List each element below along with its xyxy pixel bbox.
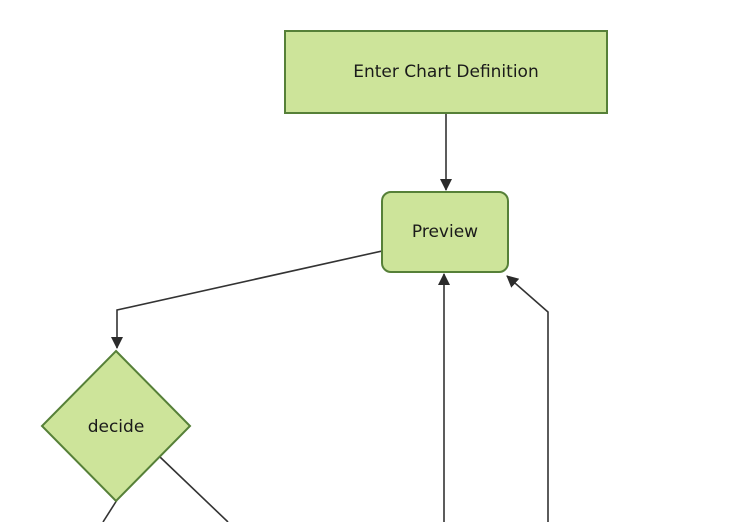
node-preview: Preview <box>381 191 509 273</box>
edge-preview-to-decide <box>111 250 383 349</box>
node-decide: decide <box>40 349 192 503</box>
edges <box>102 113 549 522</box>
node-preview-label: Preview <box>412 222 478 242</box>
edge-decide-down-right <box>159 456 229 522</box>
edge-bottomright-to-preview <box>506 275 549 522</box>
node-enter-chart-definition: Enter Chart Definition <box>284 30 608 114</box>
edge-decide-down-left <box>102 499 118 522</box>
node-decide-shape <box>40 349 192 503</box>
node-decide-label: decide <box>88 417 145 437</box>
node-enter-chart-definition-label: Enter Chart Definition <box>353 62 538 82</box>
node-preview-shape <box>381 191 509 273</box>
node-enter-chart-definition-shape <box>284 30 608 114</box>
